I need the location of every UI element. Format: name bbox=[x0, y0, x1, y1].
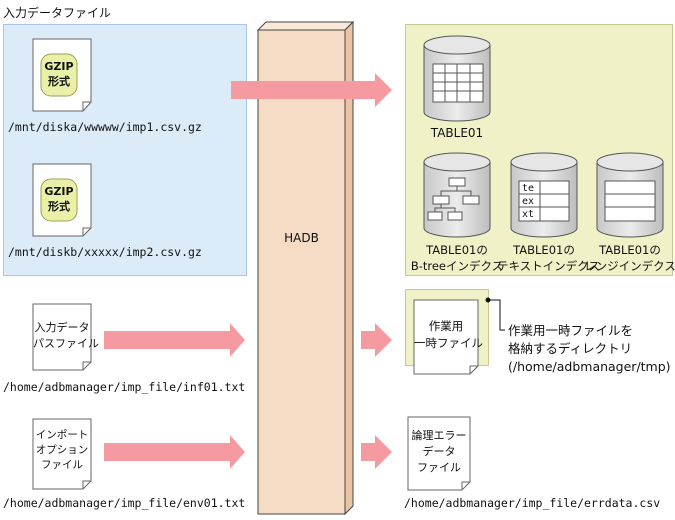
gzip-document-icon-2 bbox=[32, 163, 92, 237]
path-file-label-line2: パスファイル bbox=[33, 337, 99, 350]
btree-index-label-line1: TABLE01の bbox=[426, 243, 488, 257]
option-file-document-icon bbox=[32, 418, 92, 490]
path-file-path: /home/adbmanager/imp_file/inf01.txt bbox=[3, 380, 246, 394]
temp-dir-note: 作業用一時ファイルを 格納するディレクトリ (/home/adbmanager/… bbox=[508, 322, 671, 376]
text-index-cell-1: te bbox=[522, 183, 535, 194]
error-file-label-line1: 論理エラー bbox=[411, 429, 467, 442]
hadb-label: HADB bbox=[284, 231, 319, 245]
input-section-title: 入力データファイル bbox=[3, 6, 112, 20]
path-file-document-icon bbox=[32, 303, 92, 371]
gzip-badge-2-line1: GZIP bbox=[44, 185, 74, 198]
range-index-label: TABLE01の レンジインデクス bbox=[583, 242, 675, 274]
text-index-label-line1: TABLE01の bbox=[513, 243, 575, 257]
error-file-label-line2: データ bbox=[422, 445, 456, 458]
temp-file-label-line1: 作業用 bbox=[428, 319, 464, 333]
text-index-icon bbox=[510, 152, 578, 238]
temp-file-label: 作業用 一時ファイル bbox=[414, 318, 483, 352]
path-file-label: 入力データ パスファイル bbox=[33, 320, 99, 352]
btree-icon bbox=[423, 152, 491, 238]
range-index-label-line1: TABLE01の bbox=[599, 243, 661, 257]
error-file-path: /home/adbmanager/imp_file/errdata.csv bbox=[404, 496, 661, 510]
gzip-file-1-path: /mnt/diska/wwwww/imp1.csv.gz bbox=[8, 120, 202, 134]
temp-file-label-line2: 一時ファイル bbox=[414, 336, 483, 350]
range-index-label-line2: レンジインデクス bbox=[584, 259, 675, 273]
option-file-label-line1: インポート bbox=[35, 429, 89, 441]
option-file-label-line3: ファイル bbox=[41, 459, 83, 471]
temp-dir-callout bbox=[485, 297, 505, 331]
option-file-path: /home/adbmanager/imp_file/env01.txt bbox=[3, 496, 246, 510]
text-index-label-line2: テキストインデクス bbox=[497, 259, 600, 273]
error-file-label-line3: ファイル bbox=[417, 461, 461, 474]
temp-dir-note-line2: 格納するディレクトリ bbox=[508, 341, 633, 356]
option-file-label: インポート オプション ファイル bbox=[33, 428, 91, 473]
gzip-badge-2: GZIP 形式 bbox=[41, 184, 77, 214]
error-file-label: 論理エラー データ ファイル bbox=[408, 428, 470, 476]
btree-index-label: TABLE01の B-treeインデクス bbox=[410, 242, 504, 274]
arrows bbox=[104, 73, 392, 469]
text-index-cell-3: xt bbox=[522, 209, 535, 220]
gzip-badge-1-line1: GZIP bbox=[44, 60, 74, 73]
arrow-gzip-to-table bbox=[231, 73, 392, 107]
btree-index-label-line2: B-treeインデクス bbox=[410, 259, 504, 273]
temp-file-document-icon bbox=[413, 299, 479, 375]
option-file-label-line2: オプション bbox=[35, 444, 89, 456]
gzip-badge-2-line2: 形式 bbox=[48, 200, 70, 213]
temp-dir-note-line1: 作業用一時ファイルを bbox=[508, 323, 634, 338]
range-index-icon bbox=[596, 152, 664, 238]
arrow-hadb-to-error bbox=[361, 435, 392, 469]
table-cylinder-icon bbox=[423, 35, 491, 122]
text-index-cells: te ex xt bbox=[522, 182, 534, 221]
path-file-label-line1: 入力データ bbox=[34, 321, 90, 334]
table-label: TABLE01 bbox=[430, 126, 484, 140]
gzip-document-icon-1 bbox=[32, 38, 92, 112]
gzip-file-2-path: /mnt/diskb/xxxxx/imp2.csv.gz bbox=[8, 245, 202, 259]
hadb-bar bbox=[256, 20, 355, 516]
gzip-badge-1-line2: 形式 bbox=[48, 75, 70, 88]
arrow-hadb-to-temp bbox=[361, 323, 392, 357]
error-file-document-icon bbox=[407, 416, 471, 491]
gzip-badge-1: GZIP 形式 bbox=[41, 59, 77, 89]
arrow-option-to-hadb bbox=[104, 435, 245, 469]
temp-dir-note-line3: (/home/adbmanager/tmp) bbox=[508, 359, 671, 374]
text-index-label: TABLE01の テキストインデクス bbox=[497, 242, 600, 274]
text-index-cell-2: ex bbox=[522, 196, 535, 207]
arrow-pathfile-to-hadb bbox=[104, 323, 245, 357]
